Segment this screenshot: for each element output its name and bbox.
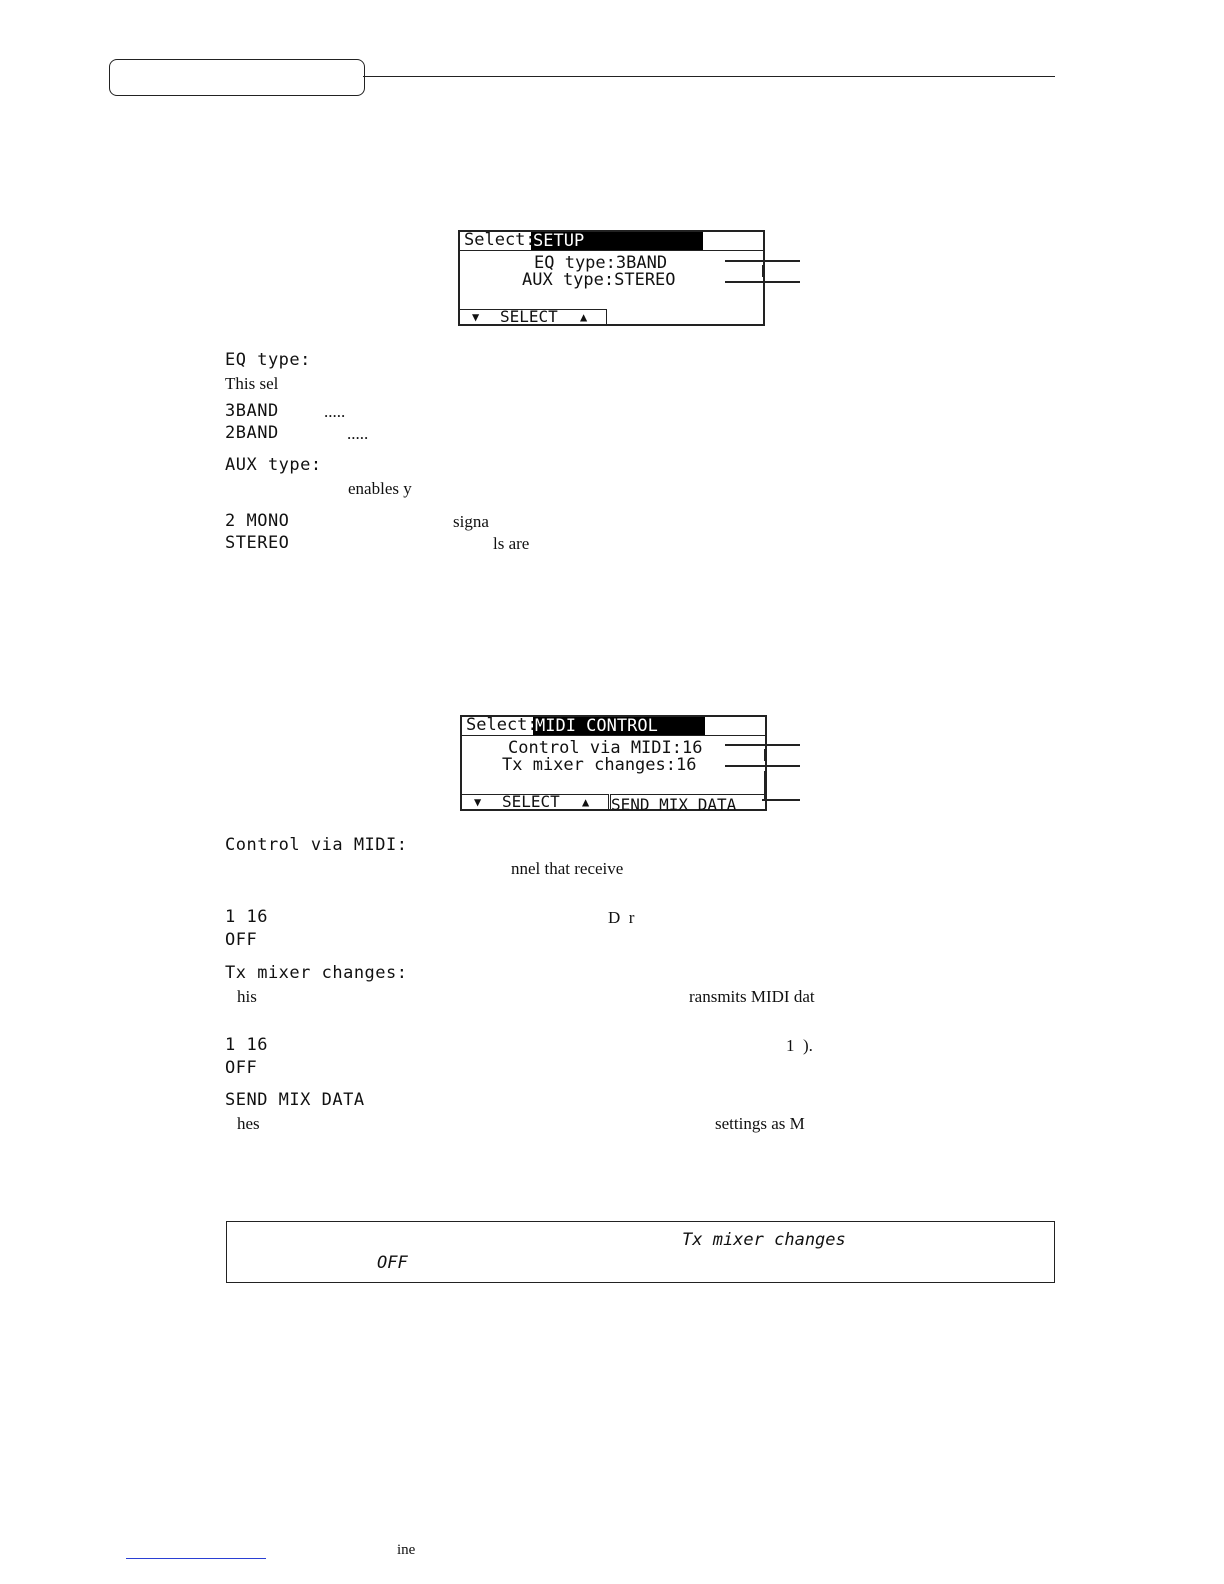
up-arrow-icon: ▲ xyxy=(580,310,588,324)
lcd-footer-send-mix-data: SEND MIX DATA xyxy=(610,794,765,814)
eq-type-line: EQ type:3BAND xyxy=(534,253,668,273)
note-tx-mixer-changes: Tx mixer changes xyxy=(682,1230,846,1250)
callout-line-5 xyxy=(762,799,800,801)
down-arrow-icon: ▼ xyxy=(472,310,480,324)
option-off: OFF xyxy=(225,1058,258,1078)
tx-mixer-changes-line: Tx mixer changes:16 xyxy=(502,755,697,775)
option-1-16: 1 16 xyxy=(225,907,268,927)
callout-line-1 xyxy=(725,260,800,262)
select-value: SETUP xyxy=(531,232,703,250)
note-box: Tx mixer changes OFF xyxy=(226,1221,1055,1283)
control-via-midi-desc: nnel that receive xyxy=(511,859,624,878)
option-3band-text: ..... xyxy=(324,402,346,421)
callout-line-3 xyxy=(725,744,800,746)
option-1-16: 1 16 xyxy=(225,1035,268,1055)
select-label: Select: xyxy=(464,230,536,250)
select-value: MIDI CONTROL xyxy=(533,717,705,735)
option-1-16-text: D r xyxy=(608,908,635,927)
aux-type-desc: enables y xyxy=(348,479,412,498)
header-rule xyxy=(363,76,1055,77)
send-mix-data-heading: SEND MIX DATA xyxy=(225,1090,365,1110)
callout-line-2 xyxy=(725,281,800,283)
option-3band: 3BAND xyxy=(225,401,279,421)
lcd-header: Select: MIDI CONTROL xyxy=(462,715,765,736)
lcd-footer-select: ▼ SELECT ▲ xyxy=(462,792,609,811)
tx-mixer-desc-right: ransmits MIDI dat xyxy=(689,987,815,1006)
send-mix-data-label: SEND MIX DATA xyxy=(611,795,737,814)
send-mix-data-desc-right: settings as M xyxy=(715,1114,805,1133)
lcd-header: Select: SETUP xyxy=(460,230,763,251)
header-tab xyxy=(109,59,365,96)
eq-type-desc: This sel xyxy=(225,374,279,393)
select-label: Select: xyxy=(466,715,538,735)
option-stereo-text: ls are xyxy=(493,534,530,553)
aux-type-heading: AUX type: xyxy=(225,455,322,475)
option-off: OFF xyxy=(225,930,258,950)
footer-select-label: SELECT xyxy=(500,307,558,326)
footer-link-underline[interactable] xyxy=(126,1558,266,1559)
footer-select-label: SELECT xyxy=(502,792,560,811)
callout-tick xyxy=(764,749,766,761)
option-2band-text: ..... xyxy=(347,424,369,443)
note-off: OFF xyxy=(377,1253,408,1273)
callout-tick xyxy=(762,265,764,277)
option-2mono: 2 MONO xyxy=(225,511,290,531)
tx-mixer-desc-left: his xyxy=(237,987,257,1006)
option-2band: 2BAND xyxy=(225,423,279,443)
option-1-16-text: 1 ). xyxy=(786,1036,813,1055)
footer-text: ine xyxy=(397,1542,416,1558)
option-2mono-text: signa xyxy=(453,512,489,531)
lcd-footer-select: ▼ SELECT ▲ xyxy=(460,307,607,326)
tx-mixer-changes-heading: Tx mixer changes: xyxy=(225,963,408,983)
lcd-screen-setup: Select: SETUP EQ type:3BAND AUX type:STE… xyxy=(458,230,765,326)
send-mix-data-desc-left: hes xyxy=(237,1114,260,1133)
option-stereo: STEREO xyxy=(225,533,290,553)
down-arrow-icon: ▼ xyxy=(474,795,482,809)
control-via-midi-heading: Control via MIDI: xyxy=(225,835,408,855)
lcd-screen-midi-control: Select: MIDI CONTROL Control via MIDI:16… xyxy=(460,715,767,814)
up-arrow-icon: ▲ xyxy=(582,795,590,809)
callout-tick xyxy=(764,771,766,799)
control-via-midi-line: Control via MIDI:16 xyxy=(508,738,703,758)
aux-type-line: AUX type:STEREO xyxy=(522,270,676,290)
callout-line-4 xyxy=(725,765,800,767)
eq-type-heading: EQ type: xyxy=(225,350,311,370)
